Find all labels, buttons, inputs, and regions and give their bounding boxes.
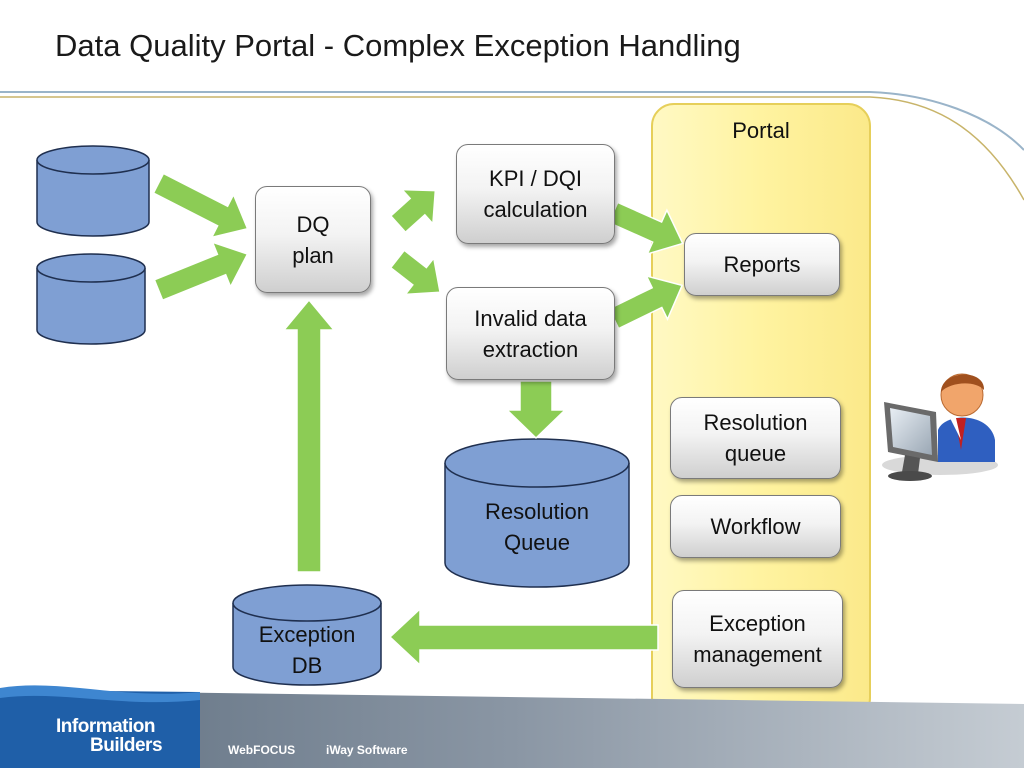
footer-product-iway: iWay Software	[326, 743, 408, 757]
arrow-exceptionmgmt-to-exceptiondb	[388, 607, 659, 667]
exception-db-icon	[232, 584, 382, 686]
portal-item-workflow[interactable]: Workflow	[670, 495, 841, 558]
resolution-queue-db-icon	[444, 438, 630, 588]
arrow-kpi-to-reports	[607, 201, 684, 256]
footer-product-webfocus: WebFOCUS	[228, 743, 296, 757]
resolution-queue-db-label: Resolution Queue	[485, 499, 589, 555]
arrow-invalid-to-resolution-queue	[505, 380, 567, 440]
arrow-dqplan-to-invalid	[389, 249, 441, 296]
arrow-invalid-to-reports	[608, 274, 684, 330]
arrow-exceptiondb-to-dqplan	[282, 298, 336, 573]
source-db-2-icon	[36, 253, 146, 345]
portal-item-exception-management[interactable]: Exception management	[672, 590, 843, 688]
footer-logo-line1: Information	[56, 716, 156, 737]
dq-plan-box[interactable]: DQ plan	[255, 186, 371, 293]
slide-title: Data Quality Portal - Complex Exception …	[55, 28, 741, 63]
exception-db-label: Exception DB	[258, 622, 356, 678]
header-swoosh	[0, 91, 1024, 201]
kpi-dqi-calculation-box[interactable]: KPI / DQI calculation	[456, 144, 615, 244]
source-db-1-icon	[36, 145, 150, 237]
arrow-db2-to-dqplan	[153, 241, 249, 302]
footer-band	[0, 685, 1024, 768]
footer-logo-line2: Builders	[90, 735, 163, 756]
portal-item-resolution-queue[interactable]: Resolution queue	[670, 397, 841, 479]
portal-item-reports[interactable]: Reports	[684, 233, 840, 296]
portal-label: Portal	[732, 117, 790, 143]
invalid-data-extraction-box[interactable]: Invalid data extraction	[446, 287, 615, 380]
arrow-dqplan-to-kpi	[389, 188, 437, 234]
user-at-computer-icon	[882, 373, 998, 481]
arrow-db1-to-dqplan	[152, 172, 249, 239]
